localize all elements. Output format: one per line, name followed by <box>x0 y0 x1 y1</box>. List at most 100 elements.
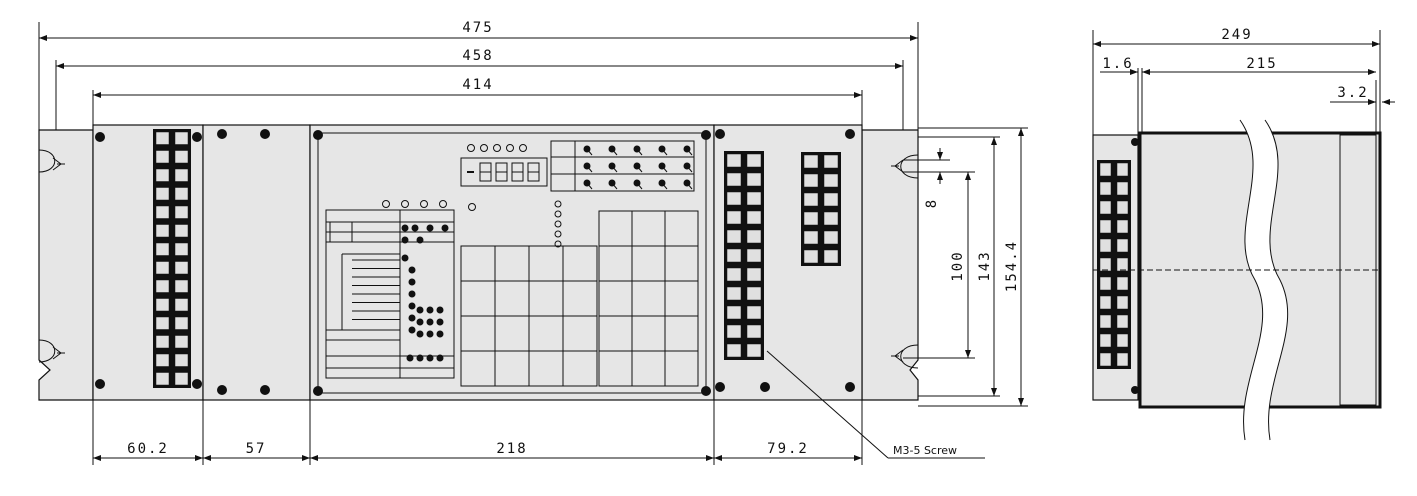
dim-1-6: 1.6 <box>1102 56 1133 72</box>
terminal-cell <box>802 210 820 227</box>
terminal-cell <box>154 223 171 239</box>
terminal-cell <box>745 152 763 169</box>
terminal-cell <box>173 260 190 276</box>
terminal-cell <box>154 334 171 350</box>
side-main-body <box>1093 119 1382 441</box>
right-mounting-ear <box>861 129 919 401</box>
keypad-matrix <box>550 140 695 192</box>
terminal-cell <box>1115 294 1130 311</box>
terminal-cell <box>1115 351 1130 368</box>
terminal-strip-4b <box>801 152 841 266</box>
terminal-cell <box>802 153 820 170</box>
screw-label: M3-5 Screw <box>893 444 957 457</box>
terminal-cell <box>1098 256 1113 273</box>
terminal-cell <box>154 371 171 387</box>
terminal-cell <box>154 278 171 294</box>
left-mounting-ear <box>38 129 94 401</box>
terminal-cell <box>1115 332 1130 349</box>
terminal-cell <box>1115 180 1130 197</box>
dip-switch-area <box>325 209 455 379</box>
dim-8: 8 <box>924 198 940 208</box>
terminal-strip-4a <box>724 151 764 360</box>
terminal-cell <box>1098 313 1113 330</box>
terminal-cell <box>154 204 171 220</box>
terminal-cell <box>1098 332 1113 349</box>
terminal-cell <box>173 167 190 183</box>
indicator-dots <box>382 200 562 248</box>
terminal-cell <box>1098 180 1113 197</box>
terminal-strip-1 <box>153 129 191 388</box>
terminal-cell <box>154 297 171 313</box>
terminal-cell <box>745 342 763 359</box>
terminal-cell <box>154 186 171 202</box>
panel-1 <box>92 124 204 401</box>
terminal-cell <box>745 304 763 321</box>
terminal-cell <box>745 285 763 302</box>
terminal-cell <box>822 172 840 189</box>
terminal-cell <box>725 247 743 264</box>
terminal-cell <box>725 342 743 359</box>
terminal-cell <box>1098 237 1113 254</box>
terminal-cell <box>1098 294 1113 311</box>
key-grid-right <box>598 210 699 387</box>
terminal-cell <box>173 204 190 220</box>
panel-2 <box>202 124 311 401</box>
terminal-cell <box>745 228 763 245</box>
terminal-cell <box>745 190 763 207</box>
terminal-cell <box>745 209 763 226</box>
terminal-cell <box>725 171 743 188</box>
dim-3-2: 3.2 <box>1337 85 1368 101</box>
terminal-cell <box>173 149 190 165</box>
terminal-cell <box>725 323 743 340</box>
terminal-cell <box>822 210 840 227</box>
dim-458: 458 <box>462 48 493 64</box>
terminal-cell <box>822 248 840 265</box>
terminal-cell <box>154 352 171 368</box>
dim-100: 100 <box>950 250 966 281</box>
terminal-cell <box>173 223 190 239</box>
terminal-cell <box>725 190 743 207</box>
key-grid-left <box>460 245 598 387</box>
front-view: 475 458 414 <box>38 20 1028 465</box>
terminal-cell <box>802 248 820 265</box>
terminal-cell <box>745 247 763 264</box>
top-dimensions: 475 458 414 <box>38 20 919 160</box>
terminal-cell <box>173 334 190 350</box>
terminal-cell <box>154 149 171 165</box>
dim-79-2: 79.2 <box>767 441 809 457</box>
dim-475: 475 <box>462 20 493 36</box>
terminal-cell <box>725 228 743 245</box>
terminal-cell <box>1115 218 1130 235</box>
terminal-cell <box>1098 275 1113 292</box>
terminal-cell <box>173 278 190 294</box>
right-dimensions: 8 100 143 154.4 <box>903 127 1028 407</box>
panel-4 <box>713 124 863 401</box>
indicator-leds <box>467 144 527 152</box>
digital-display <box>460 157 548 187</box>
side-top-dimensions: 249 1.6 215 3.2 <box>1092 27 1395 160</box>
terminal-cell <box>1098 218 1113 235</box>
dim-218: 218 <box>496 441 527 457</box>
terminal-cell <box>173 186 190 202</box>
terminal-cell <box>1115 237 1130 254</box>
bottom-dimensions: 60.2 57 218 79.2 <box>92 400 863 465</box>
terminal-cell <box>1098 351 1113 368</box>
terminal-cell <box>173 352 190 368</box>
terminal-cell <box>1115 275 1130 292</box>
terminal-cell <box>725 304 743 321</box>
terminal-cell <box>154 241 171 257</box>
terminal-cell <box>822 229 840 246</box>
dim-60-2: 60.2 <box>127 441 169 457</box>
terminal-cell <box>745 323 763 340</box>
terminal-cell <box>1115 313 1130 330</box>
dim-57: 57 <box>246 441 267 457</box>
terminal-cell <box>173 371 190 387</box>
terminal-cell <box>802 172 820 189</box>
terminal-cell <box>154 167 171 183</box>
panel-3-main <box>309 124 715 401</box>
terminal-cell <box>745 266 763 283</box>
terminal-cell <box>725 285 743 302</box>
terminal-cell <box>173 241 190 257</box>
terminal-cell <box>725 266 743 283</box>
strip-body <box>801 152 841 266</box>
